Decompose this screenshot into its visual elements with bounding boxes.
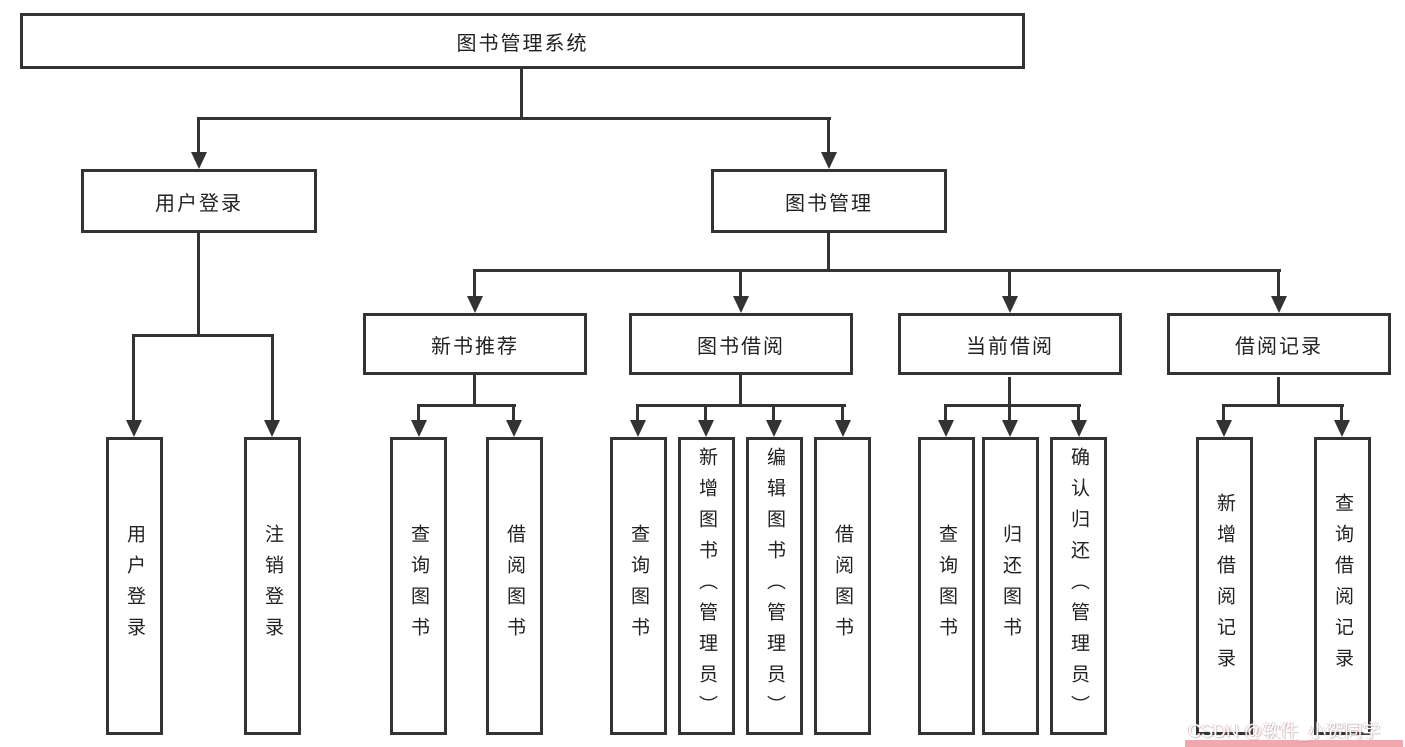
connector-line — [739, 375, 742, 407]
leaf-add-book-admin: 新增图书（管理员） — [678, 437, 735, 735]
leaf-edit-book-admin: 编辑图书（管理员） — [746, 437, 803, 735]
connector-line — [132, 336, 135, 422]
connector-line — [772, 406, 775, 422]
arrowhead-down-icon — [506, 420, 522, 437]
watermark-strip — [1185, 740, 1403, 747]
arrowhead-down-icon — [191, 152, 207, 169]
connector-line — [417, 406, 420, 422]
connector-line — [1077, 406, 1080, 422]
arrowhead-down-icon — [1334, 420, 1350, 437]
arrowhead-down-icon — [835, 420, 851, 437]
arrowhead-down-icon — [1002, 420, 1018, 437]
leaf-add-borrow-record: 新增借阅记录 — [1196, 437, 1253, 735]
connector-line — [271, 336, 274, 422]
connector-line — [512, 406, 515, 422]
arrowhead-down-icon — [630, 420, 646, 437]
connector-line — [197, 117, 831, 120]
connector-line — [739, 272, 742, 298]
connector-line — [132, 334, 274, 337]
connector-line — [944, 404, 1081, 407]
leaf-user-login: 用户登录 — [106, 437, 163, 735]
connector-line — [827, 119, 830, 155]
connector-line — [417, 404, 516, 407]
leaf-return-books: 归还图书 — [982, 437, 1039, 735]
leaf-query-borrow-record: 查询借阅记录 — [1314, 437, 1371, 735]
arrowhead-down-icon — [1216, 420, 1232, 437]
connector-line — [636, 404, 846, 407]
connector-line — [944, 406, 947, 422]
arrowhead-down-icon — [698, 420, 714, 437]
node-new-book-recommend: 新书推荐 — [363, 313, 587, 375]
arrowhead-down-icon — [1271, 296, 1287, 313]
node-user-login: 用户登录 — [81, 169, 317, 233]
connector-line — [473, 269, 1281, 272]
connector-line — [1340, 406, 1343, 422]
connector-line — [636, 406, 639, 422]
connector-line — [704, 406, 707, 422]
arrowhead-down-icon — [411, 420, 427, 437]
connector-line — [197, 119, 200, 155]
connector-line — [473, 375, 476, 407]
connector-line — [1277, 377, 1280, 407]
connector-line — [1008, 406, 1011, 422]
leaf-query-books-borrowing: 查询图书 — [610, 437, 667, 735]
connector-line — [1222, 406, 1225, 422]
connector-line — [841, 406, 844, 422]
connector-line — [520, 69, 523, 119]
watermark: CSDN @软件_小贺同学 — [1188, 721, 1381, 741]
node-borrow-records: 借阅记录 — [1167, 313, 1391, 375]
connector-line — [1008, 272, 1011, 298]
connector-line — [197, 233, 200, 337]
arrowhead-down-icon — [938, 420, 954, 437]
leaf-confirm-return-admin: 确认归还（管理员） — [1050, 437, 1107, 735]
leaf-borrow-books-borrowing: 借阅图书 — [814, 437, 871, 735]
node-book-borrowing: 图书借阅 — [629, 313, 853, 375]
arrowhead-down-icon — [821, 152, 837, 169]
arrowhead-down-icon — [264, 420, 280, 437]
leaf-query-books-current: 查询图书 — [918, 437, 975, 735]
leaf-borrow-books-recommend: 借阅图书 — [486, 437, 543, 735]
node-library-management-system: 图书管理系统 — [20, 13, 1025, 69]
leaf-logout: 注销登录 — [244, 437, 301, 735]
connector-line — [1222, 404, 1344, 407]
arrowhead-down-icon — [467, 296, 483, 313]
arrowhead-down-icon — [766, 420, 782, 437]
leaf-query-books-recommend: 查询图书 — [390, 437, 447, 735]
arrowhead-down-icon — [1071, 420, 1087, 437]
arrowhead-down-icon — [126, 420, 142, 437]
node-current-borrowing: 当前借阅 — [898, 313, 1122, 375]
arrowhead-down-icon — [733, 296, 749, 313]
connector-line — [1277, 272, 1280, 298]
connector-line — [1008, 377, 1011, 407]
node-book-management: 图书管理 — [711, 169, 947, 233]
connector-line — [473, 272, 476, 298]
arrowhead-down-icon — [1002, 296, 1018, 313]
connector-line — [827, 233, 830, 272]
